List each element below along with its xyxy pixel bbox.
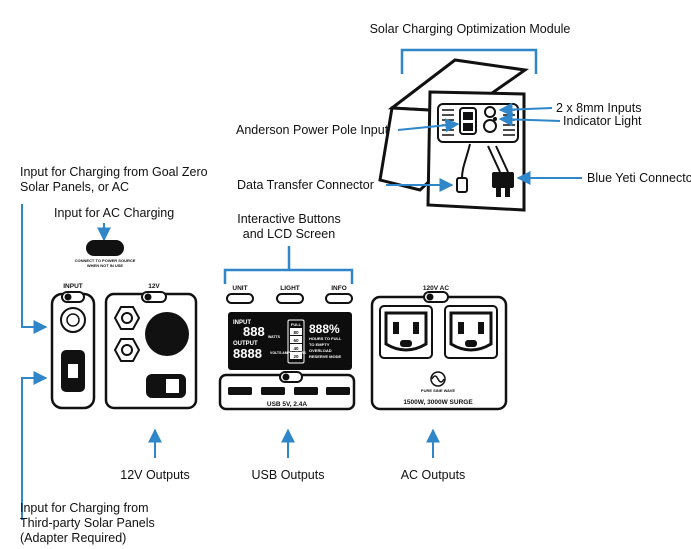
svg-text:HOURS TO FULL: HOURS TO FULL — [309, 336, 342, 341]
svg-text:WATTS: WATTS — [268, 335, 281, 339]
svg-text:PURE SINE WAVE: PURE SINE WAVE — [421, 388, 455, 393]
lcd-battery — [287, 319, 305, 364]
label-data-transfer: Data Transfer Connector — [237, 178, 374, 192]
label-third-party-2: Third-party Solar Panels — [20, 516, 155, 530]
svg-text:INPUT: INPUT — [233, 320, 251, 326]
label-ac-outputs: AC Outputs — [401, 468, 466, 482]
12v-panel: 12V — [104, 283, 198, 410]
8mm-input-port — [484, 106, 496, 118]
label-interactive-2: and LCD Screen — [243, 227, 335, 241]
usb-port — [294, 387, 318, 395]
svg-text:FULL: FULL — [291, 322, 302, 327]
input-panel: INPUT — [50, 283, 96, 410]
svg-text:OUTPUT: OUTPUT — [233, 341, 258, 347]
arrow-goal-zero — [21, 204, 48, 334]
8mm-input-port — [483, 119, 497, 133]
svg-text:60: 60 — [293, 338, 299, 343]
arrow-anderson — [397, 118, 460, 133]
data-transfer-plug — [456, 177, 468, 193]
label-8mm-inputs: 2 x 8mm Inputs — [556, 101, 641, 115]
ac-label: 120V AC — [423, 285, 449, 292]
left-annotations: Input for Charging from Goal Zero Solar … — [20, 165, 208, 545]
label-interactive-1: Interactive Buttons — [237, 212, 341, 226]
arrow-8mm — [498, 102, 553, 117]
label-12v-outputs: 12V Outputs — [120, 468, 190, 482]
module-port-plate — [437, 103, 519, 143]
12v-label: 12V — [148, 283, 160, 290]
label-blue-yeti: Blue Yeti Connector — [587, 171, 691, 185]
svg-text:OVERLOAD: OVERLOAD — [309, 348, 332, 353]
svg-text:80: 80 — [293, 330, 299, 335]
svg-text:20: 20 — [293, 354, 299, 359]
label-usb-outputs: USB Outputs — [252, 468, 325, 482]
svg-text:UNIT: UNIT — [232, 285, 247, 292]
yeti-connector-plug — [492, 172, 514, 188]
output-annotations: 12V Outputs USB Outputs AC Outputs — [120, 428, 466, 482]
label-anderson: Anderson Power Pole Input — [236, 123, 389, 137]
module-bracket — [400, 48, 538, 74]
unit-button[interactable] — [226, 293, 254, 304]
usb-port — [228, 387, 252, 395]
svg-text:CONNECT TO POWER SOURCE: CONNECT TO POWER SOURCE — [75, 258, 136, 263]
label-ac-charging: Input for AC Charging — [54, 206, 174, 220]
svg-text:888: 888 — [243, 324, 265, 339]
ac-panel: 120V AC PURE SINE WAVE 1500W, 3000W SURG… — [370, 285, 508, 411]
svg-text:888%: 888% — [309, 322, 340, 336]
label-goal-zero-2: Solar Panels, or AC — [20, 180, 129, 194]
svg-text:INFO: INFO — [331, 285, 347, 292]
svg-text:LIGHT: LIGHT — [280, 285, 300, 292]
svg-text:8888: 8888 — [233, 346, 262, 361]
usb-port — [261, 387, 285, 395]
surge-label: 1500W, 3000W SURGE — [403, 399, 473, 406]
light-button[interactable] — [276, 293, 304, 304]
controls-panel: Interactive Buttons and LCD Screen UNIT … — [223, 212, 354, 370]
indicator-light — [493, 117, 497, 121]
solar-charging-module: Solar Charging Optimization Module 2 x — [236, 22, 691, 212]
arrow-indicator — [498, 112, 561, 127]
ac-charging-port — [86, 240, 124, 256]
label-third-party-3: (Adapter Required) — [20, 531, 126, 545]
label-third-party-1: Input for Charging from — [20, 501, 149, 515]
car-port — [145, 312, 189, 356]
svg-text:RESERVE MODE: RESERVE MODE — [309, 354, 341, 359]
info-button[interactable] — [325, 293, 353, 304]
svg-text:40: 40 — [293, 346, 299, 351]
arrow-third-party — [21, 371, 48, 520]
svg-text:TO EMPTY: TO EMPTY — [309, 342, 330, 347]
label-goal-zero-1: Input for Charging from Goal Zero — [20, 165, 208, 179]
data-cable — [461, 143, 471, 179]
usb-label: USB 5V, 2.4A — [267, 401, 308, 408]
svg-text:WHEN NOT IN USE: WHEN NOT IN USE — [87, 263, 124, 268]
usb-panel: USB 5V, 2.4A — [218, 371, 356, 411]
usb-port — [326, 387, 350, 395]
label-indicator-light: Indicator Light — [563, 114, 642, 128]
input-label: INPUT — [63, 283, 83, 290]
controls-bracket — [223, 268, 354, 284]
module-title: Solar Charging Optimization Module — [370, 22, 571, 36]
